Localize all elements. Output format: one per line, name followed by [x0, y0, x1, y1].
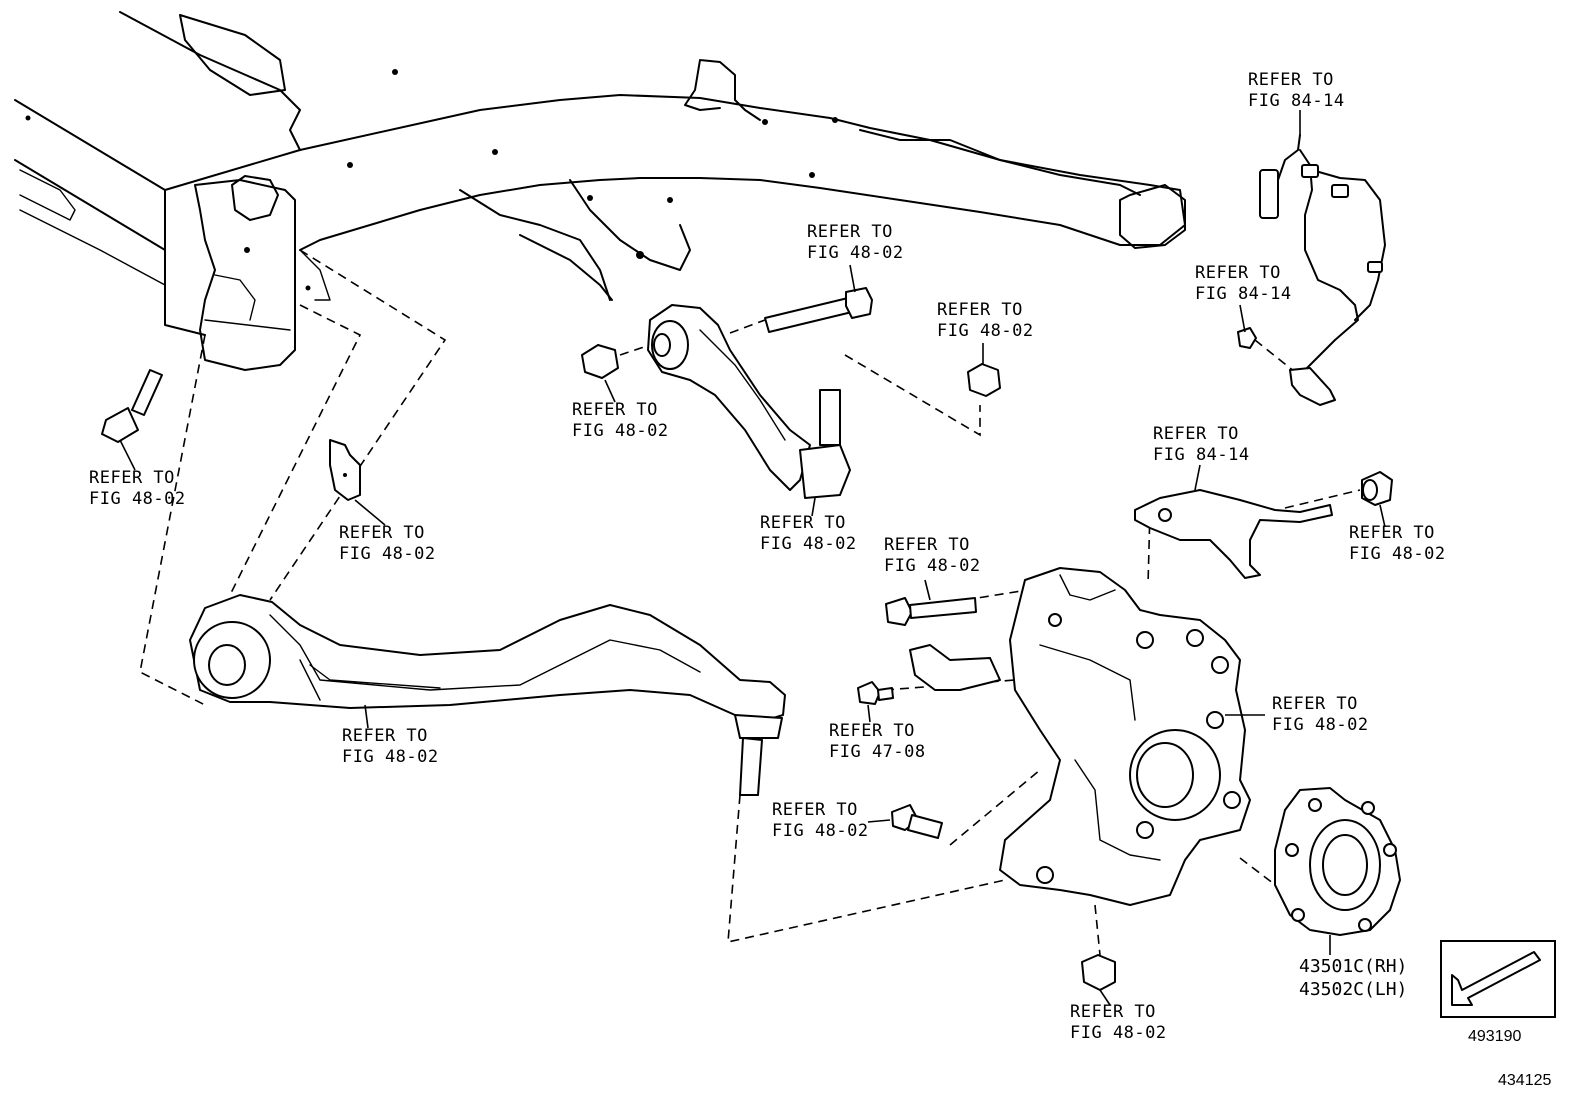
upper-arm-bolt [764, 287, 873, 333]
hub-bearing [1274, 787, 1401, 936]
assembly-guide-lines [139, 249, 1361, 956]
lower-control-arm [189, 594, 786, 796]
bracket-mid [909, 644, 1001, 691]
part-number-hub: 43501C(RH)43502C(LH) [1299, 956, 1408, 1000]
sensor-bracket [1134, 489, 1333, 579]
steering-knuckle [999, 567, 1251, 906]
subframe-bolt [101, 369, 163, 443]
leader-lines [119, 110, 1386, 1006]
lower-bolt [891, 804, 943, 839]
arrow-box-number: 493190 [1468, 1028, 1522, 1045]
nut-bottom [1081, 954, 1116, 991]
upper-control-arm [647, 304, 851, 499]
grommet-right [1361, 471, 1393, 506]
subframe [14, 11, 1186, 371]
figure-number: 434125 [1498, 1072, 1552, 1089]
nut-upper-left [581, 344, 619, 379]
abs-sensor-wire [1259, 134, 1386, 406]
orientation-box [1440, 940, 1556, 1018]
wire-bolt [1237, 327, 1257, 349]
knuckle-bolt [885, 597, 977, 626]
direction-arrow-icon [1451, 951, 1541, 1006]
bracket-small [329, 439, 361, 501]
small-bolt [857, 681, 894, 705]
nut-upper-right [967, 363, 1001, 397]
